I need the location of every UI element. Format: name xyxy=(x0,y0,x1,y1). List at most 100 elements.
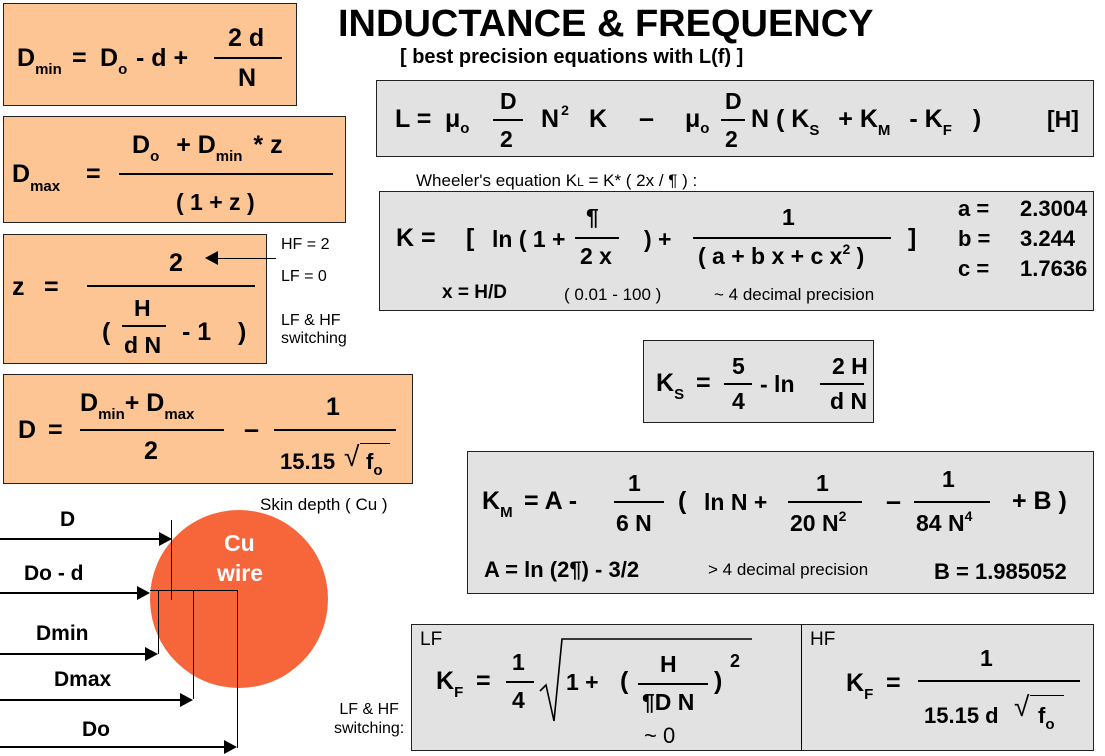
z-eq: = xyxy=(44,273,59,301)
l-mu2: μ xyxy=(685,105,701,133)
km-fraction-bar-3 xyxy=(914,501,990,503)
l-two2: 2 xyxy=(725,126,738,152)
wheeler-c-value: 1.7636 xyxy=(1020,256,1088,281)
kf-switching-note: LF & HF switching: xyxy=(334,701,405,737)
d-equation-box: D = Dmin+ Dmax 2 – 1 15.15 √ fo xyxy=(3,374,413,484)
l-plus-km: + K xyxy=(838,105,878,133)
z-fraction-bar xyxy=(87,285,255,287)
km-plus-b: + B ) xyxy=(1012,487,1067,515)
dmin-arrow-line xyxy=(0,653,146,655)
wheeler-range: ( 0.01 - 100 ) xyxy=(564,285,662,304)
kf-lf-fraction-bar xyxy=(506,681,534,683)
kf-hf-sub: F xyxy=(864,686,874,703)
kf-hf-eq: = xyxy=(886,669,901,697)
wire-d-label: D xyxy=(60,508,76,531)
km-precision: > 4 decimal precision xyxy=(708,560,869,579)
z-lf-value: LF = 0 xyxy=(281,268,327,285)
ks-num: 5 xyxy=(732,353,745,379)
z-paren-open: ( xyxy=(102,318,111,346)
dmin-denominator: N xyxy=(238,64,257,92)
l-rest: N ( K xyxy=(751,105,810,133)
dmin-do: D xyxy=(100,44,119,72)
km-one-3: 1 xyxy=(942,466,955,492)
page-subtitle: [ best precision equations with L(f) ] xyxy=(400,46,744,68)
km-six-n: 6 N xyxy=(616,510,652,536)
l-n-sup: 2 xyxy=(561,102,569,118)
l-ks-sub: S xyxy=(809,122,820,139)
dmax-denominator: ( 1 + z ) xyxy=(176,189,255,215)
km-k: K xyxy=(482,487,501,515)
kf-divider xyxy=(801,625,802,750)
l-mu2-sub: o xyxy=(700,120,710,137)
dmin-numerator: 2 d xyxy=(228,24,265,52)
dmax-equation-box: Dmax = Do + Dmin * z ( 1 + z ) xyxy=(3,116,346,223)
kf-lf-k: K xyxy=(436,667,455,695)
kf-hf-fraction-bar xyxy=(918,680,1080,682)
l-d2: D xyxy=(725,88,742,114)
z-lhs: z xyxy=(12,273,25,301)
km-eighty-n: 84 N xyxy=(916,510,965,536)
wheeler-a-value: 2.3004 xyxy=(1020,196,1088,221)
z-arrow-head xyxy=(205,251,218,265)
km-fraction-bar-1 xyxy=(614,501,664,503)
wheeler-rparen-plus: ) + xyxy=(644,226,672,252)
do-d-arrow-line xyxy=(0,592,138,594)
l-kf-sub: F xyxy=(942,122,952,139)
kf-hf-sqrt-bar xyxy=(1030,695,1064,696)
km-eighty-sup: 4 xyxy=(964,508,973,524)
wheeler-c-label: c = xyxy=(958,256,990,281)
l-fraction-bar-2 xyxy=(721,119,745,121)
kf-lf-h: H xyxy=(660,651,677,677)
ks-num2: 2 H xyxy=(832,353,868,379)
d-num-b: D xyxy=(146,389,165,417)
wheeler-fraction-bar-1 xyxy=(575,237,619,239)
kf-lf-pidn: ¶D N xyxy=(642,689,695,715)
kf-hf-one: 1 xyxy=(980,645,993,671)
d-num-b-sub: max xyxy=(164,406,195,423)
d-f: f xyxy=(366,449,374,474)
l-close: ) xyxy=(972,105,982,133)
kf-lf-four: 4 xyxy=(512,687,525,713)
dmax-eq: = xyxy=(86,160,101,188)
km-one-2: 1 xyxy=(816,470,829,496)
d-num-a-sub: min xyxy=(98,406,125,423)
km-twenty-n: 20 N xyxy=(790,510,839,536)
dmax-num-b: + D xyxy=(176,131,216,159)
wire-dmax-label: Dmax xyxy=(54,668,112,691)
kf-lf-eq: = xyxy=(476,667,491,695)
ks-fraction-bar-2 xyxy=(820,383,864,385)
dmax-num-b-sub: min xyxy=(215,148,243,165)
z-switching-note: LF & HF switching xyxy=(281,312,347,347)
l-mu1-sub: o xyxy=(460,120,470,137)
km-fraction-bar-2 xyxy=(788,501,862,503)
dmax-lhs: D xyxy=(12,160,31,188)
d-extension-line xyxy=(171,520,172,600)
dmax-arrow-line xyxy=(0,699,181,701)
wheeler-den: ( a + b x + c x xyxy=(698,243,843,269)
dmax-num-a-sub: o xyxy=(150,148,160,165)
z-minus-one: - 1 xyxy=(182,318,212,346)
kf-equation-box: LF KF = 1 4 1 + ( H ¶D N ) 2 ~ 0 HF KF =… xyxy=(411,624,1094,751)
kf-lf-one-plus: 1 + xyxy=(566,669,599,695)
kf-lf-approx: ~ 0 xyxy=(644,723,676,748)
wheeler-one: 1 xyxy=(782,204,795,230)
d-coef: 15.15 xyxy=(280,449,336,474)
kf-lf-paren-open: ( xyxy=(620,667,629,695)
l-two: 2 xyxy=(500,126,513,152)
wire-dmin-label: Dmin xyxy=(36,622,89,645)
ks-sub: S xyxy=(674,386,685,403)
d-minus: – xyxy=(244,414,260,444)
l-unit: [H] xyxy=(1047,106,1079,132)
d-arrow-line xyxy=(0,538,160,540)
page-title: INDUCTANCE & FREQUENCY xyxy=(338,3,874,45)
kf-hf-f: f xyxy=(1038,703,1046,728)
wheeler-b-label: b = xyxy=(958,226,991,251)
wheeler-bracket-open: [ xyxy=(466,224,475,252)
ks-equation-box: KS = 5 4 - ln 2 H d N xyxy=(643,340,874,423)
dmin-lhs-sub: min xyxy=(35,61,62,78)
l-minus: – xyxy=(639,103,655,133)
kf-lf-tag: LF xyxy=(420,629,443,650)
wheeler-caption: Wheeler's equation K xyxy=(416,171,578,190)
wheeler-2x: 2 x xyxy=(580,243,612,269)
kf-lf-paren-close: ) xyxy=(714,667,723,695)
